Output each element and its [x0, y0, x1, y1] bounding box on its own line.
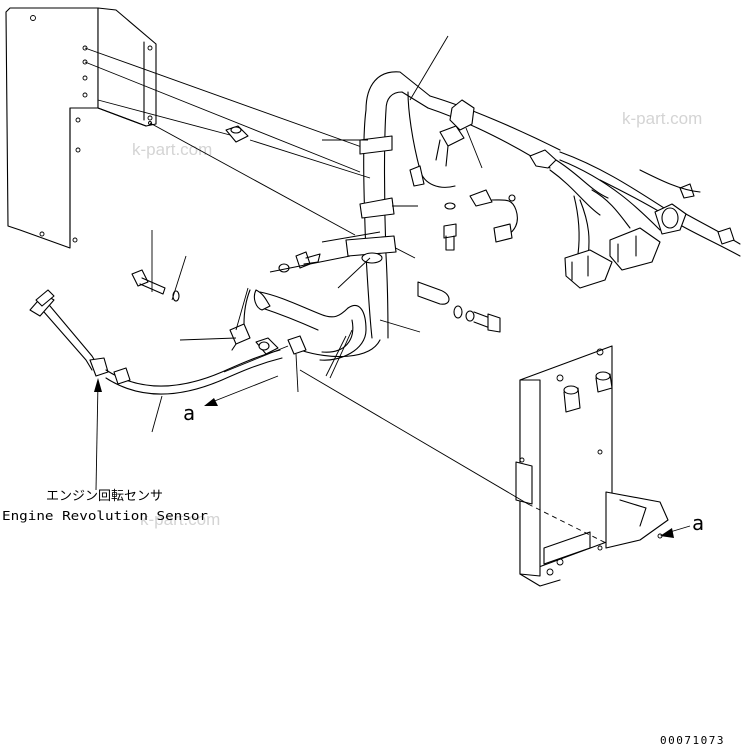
wiring-harness-lower	[229, 289, 381, 361]
watermark: k-part.com	[622, 109, 702, 128]
view-marker-left: a	[183, 401, 195, 425]
leader-lines	[151, 35, 483, 433]
wiring-harness-main	[363, 71, 741, 339]
view-arrow-right	[660, 525, 691, 538]
bolt-left	[131, 269, 180, 302]
spacer-top	[225, 125, 249, 143]
engine-revolution-sensor	[29, 289, 283, 395]
harness-clamp-mid	[359, 197, 395, 219]
view-marker-right: a	[692, 511, 704, 535]
sensor-label-japanese: エンジン回転センサ	[46, 489, 163, 504]
p-clamp	[417, 281, 450, 305]
bolt-right	[453, 305, 501, 333]
harness-clamp-lower	[345, 235, 397, 264]
view-arrow-left	[204, 375, 279, 406]
branch-wire	[407, 91, 518, 243]
sensor-label-arrow	[94, 378, 102, 491]
watermark: k-part.com	[132, 140, 212, 159]
sensor-label-english: Engine Revolution Sensor	[2, 508, 209, 523]
spacer-lower	[255, 337, 279, 355]
watermark: k-part.com	[140, 510, 220, 529]
left-mounting-bracket	[5, 7, 157, 249]
figure-number: 00071073	[660, 734, 725, 747]
right-mounting-bracket	[515, 345, 669, 587]
harness-clamp-upper	[359, 135, 393, 155]
bolt-center	[443, 202, 457, 251]
